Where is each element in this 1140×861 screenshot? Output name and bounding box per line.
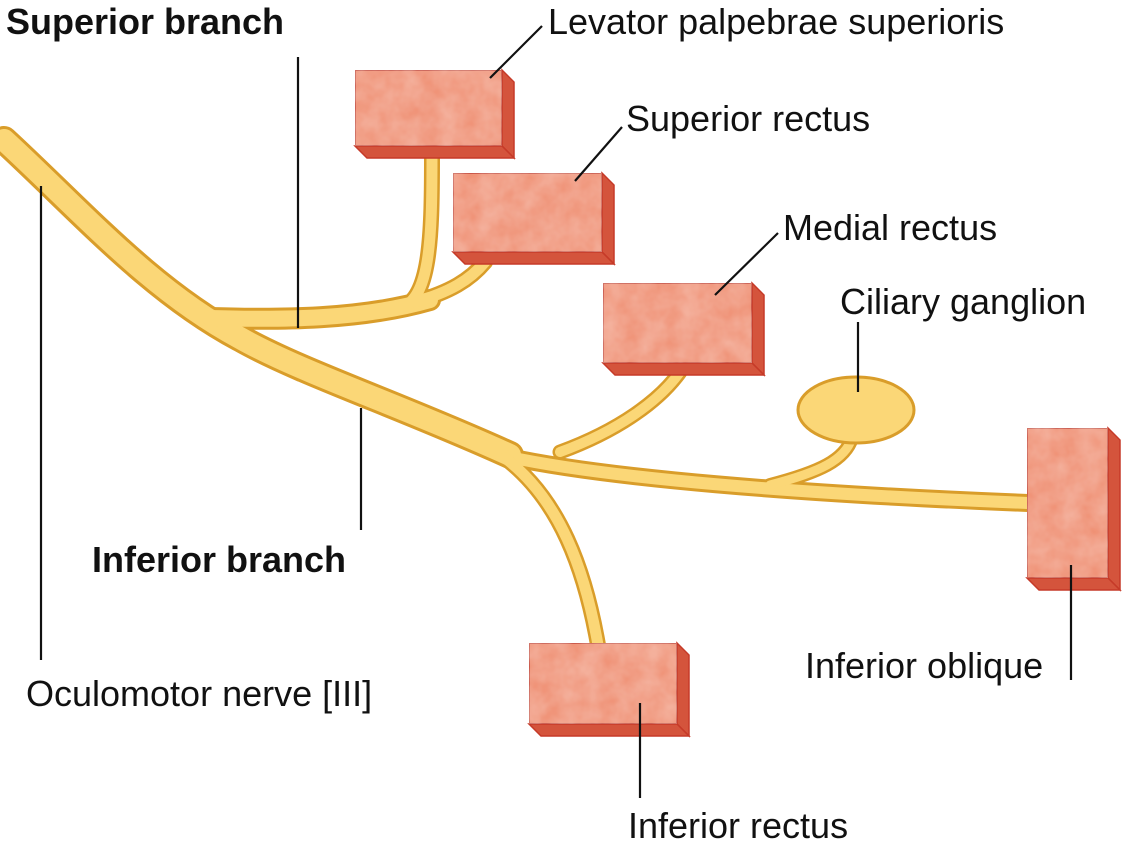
leader-levator [489,25,543,79]
leader-medial-rectus [714,232,779,296]
label-inferior-oblique: Inferior oblique [805,645,1043,686]
label-ciliary-ganglion: Ciliary ganglion [840,281,1086,322]
muscle-medial-rectus [601,281,766,377]
leader-superior-rectus [574,126,623,182]
label-medial-rectus: Medial rectus [783,207,997,248]
label-superior-rectus: Superior rectus [626,98,870,139]
label-inferior-rectus: Inferior rectus [628,805,848,846]
label-oculomotor-nerve: Oculomotor nerve [III] [26,673,372,714]
nerve-fill [0,129,1034,651]
leader-lines [39,25,1073,798]
ciliary-ganglion-shape [796,375,916,445]
label-levator-palpebrae: Levator palpebrae superioris [548,1,1004,42]
muscle-inferior-rectus [527,641,691,738]
muscle-inferior-oblique [1025,426,1122,592]
muscle-levator-palpebrae [353,68,516,160]
label-inferior-branch: Inferior branch [92,539,346,580]
muscle-superior-rectus [451,171,616,266]
label-superior-branch: Superior branch [6,1,284,42]
